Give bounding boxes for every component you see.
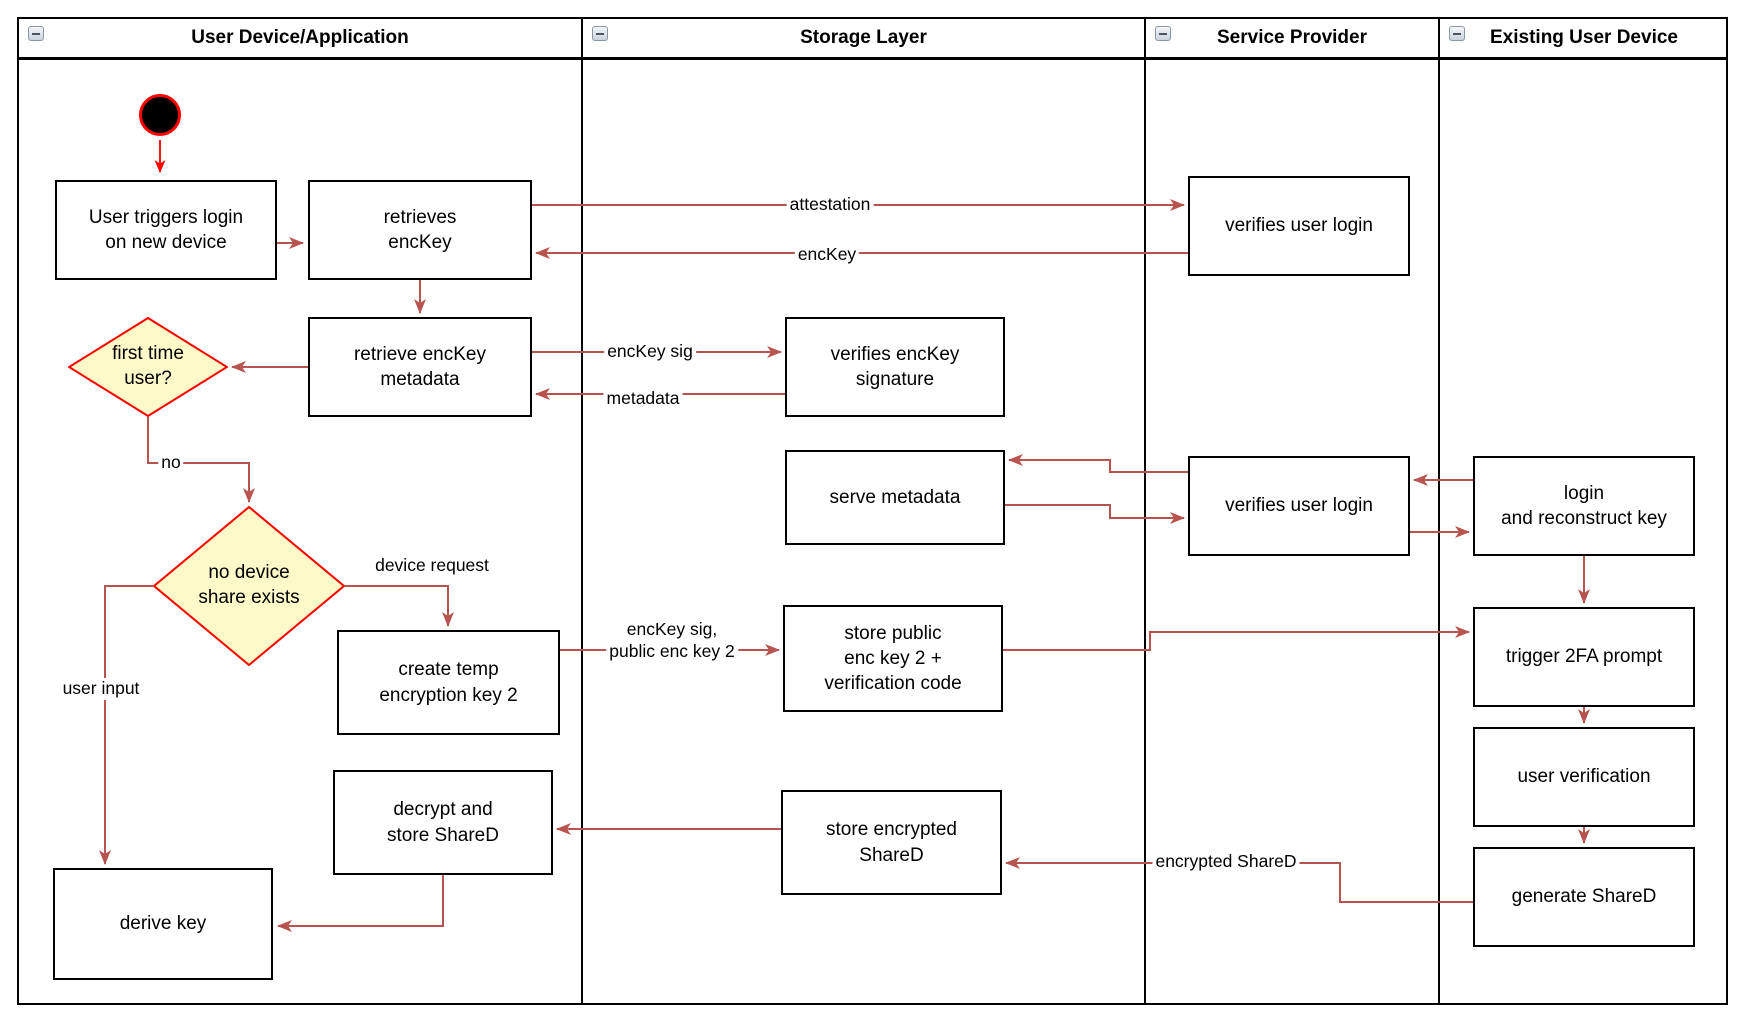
edge-label-enckey: encKey: [794, 244, 860, 266]
activity-create-temp-encryption-key[interactable]: create temp encryption key 2: [337, 630, 560, 735]
edge-label-enckey-sig-public: encKey sig, public enc key 2: [606, 619, 738, 663]
lane-storage-layer: Storage Layer: [581, 19, 1144, 1003]
activity-derive-key[interactable]: derive key: [53, 868, 273, 980]
activity-decrypt-store-shared[interactable]: decrypt and store ShareD: [333, 770, 553, 875]
lane-user-device: User Device/Application: [19, 19, 581, 1003]
decision-label: first time user?: [112, 343, 184, 389]
edge-label-device-request: device request: [375, 555, 489, 576]
edge-label-attestation: attestation: [786, 194, 874, 216]
lane-existing-user-device: Existing User Device: [1438, 19, 1728, 1003]
activity-verifies-user-login-2[interactable]: verifies user login: [1188, 456, 1410, 556]
collapse-icon[interactable]: [592, 26, 608, 41]
activity-user-triggers-login[interactable]: User triggers login on new device: [55, 180, 277, 280]
decision-label: no device share exists: [198, 562, 300, 608]
activity-retrieve-enckey-metadata[interactable]: retrieve encKey metadata: [308, 317, 532, 417]
lane-header-user-device[interactable]: User Device/Application: [19, 19, 581, 60]
edge-label-user-input: user input: [59, 678, 143, 700]
activity-store-encrypted-shared[interactable]: store encrypted ShareD: [781, 790, 1002, 895]
lane-title: Service Provider: [1217, 27, 1367, 48]
edge-label-encrypted-shared: encrypted ShareD: [1152, 851, 1300, 873]
activity-serve-metadata[interactable]: serve metadata: [785, 450, 1005, 545]
activity-retrieves-enckey[interactable]: retrieves encKey: [308, 180, 532, 280]
activity-login-and-reconstruct-key[interactable]: login and reconstruct key: [1473, 456, 1695, 556]
activity-verifies-user-login-1[interactable]: verifies user login: [1188, 176, 1410, 276]
activity-store-public-enc-key[interactable]: store public enc key 2 + verification co…: [783, 605, 1003, 712]
collapse-icon[interactable]: [1155, 26, 1171, 41]
lane-title: User Device/Application: [191, 27, 409, 48]
start-node[interactable]: [139, 94, 181, 136]
activity-verifies-enckey-signature[interactable]: verifies encKey signature: [785, 317, 1005, 417]
decision-first-time-user[interactable]: first time user?: [68, 317, 228, 417]
lane-header-storage-layer[interactable]: Storage Layer: [583, 19, 1144, 60]
collapse-icon[interactable]: [1449, 26, 1465, 41]
decision-no-device-share-exists[interactable]: no device share exists: [153, 506, 345, 666]
edge-label-metadata: metadata: [603, 388, 683, 410]
lane-header-existing-user-device[interactable]: Existing User Device: [1440, 19, 1728, 60]
activity-trigger-2fa-prompt[interactable]: trigger 2FA prompt: [1473, 607, 1695, 707]
lane-title: Storage Layer: [800, 27, 927, 48]
activity-user-verification[interactable]: user verification: [1473, 727, 1695, 827]
edge-label-no: no: [158, 452, 184, 474]
edge-label-enckey-sig: encKey sig: [604, 341, 696, 363]
collapse-icon[interactable]: [28, 26, 44, 41]
activity-generate-shared[interactable]: generate ShareD: [1473, 847, 1695, 947]
lane-header-service-provider[interactable]: Service Provider: [1146, 19, 1438, 60]
lane-title: Existing User Device: [1490, 27, 1678, 48]
